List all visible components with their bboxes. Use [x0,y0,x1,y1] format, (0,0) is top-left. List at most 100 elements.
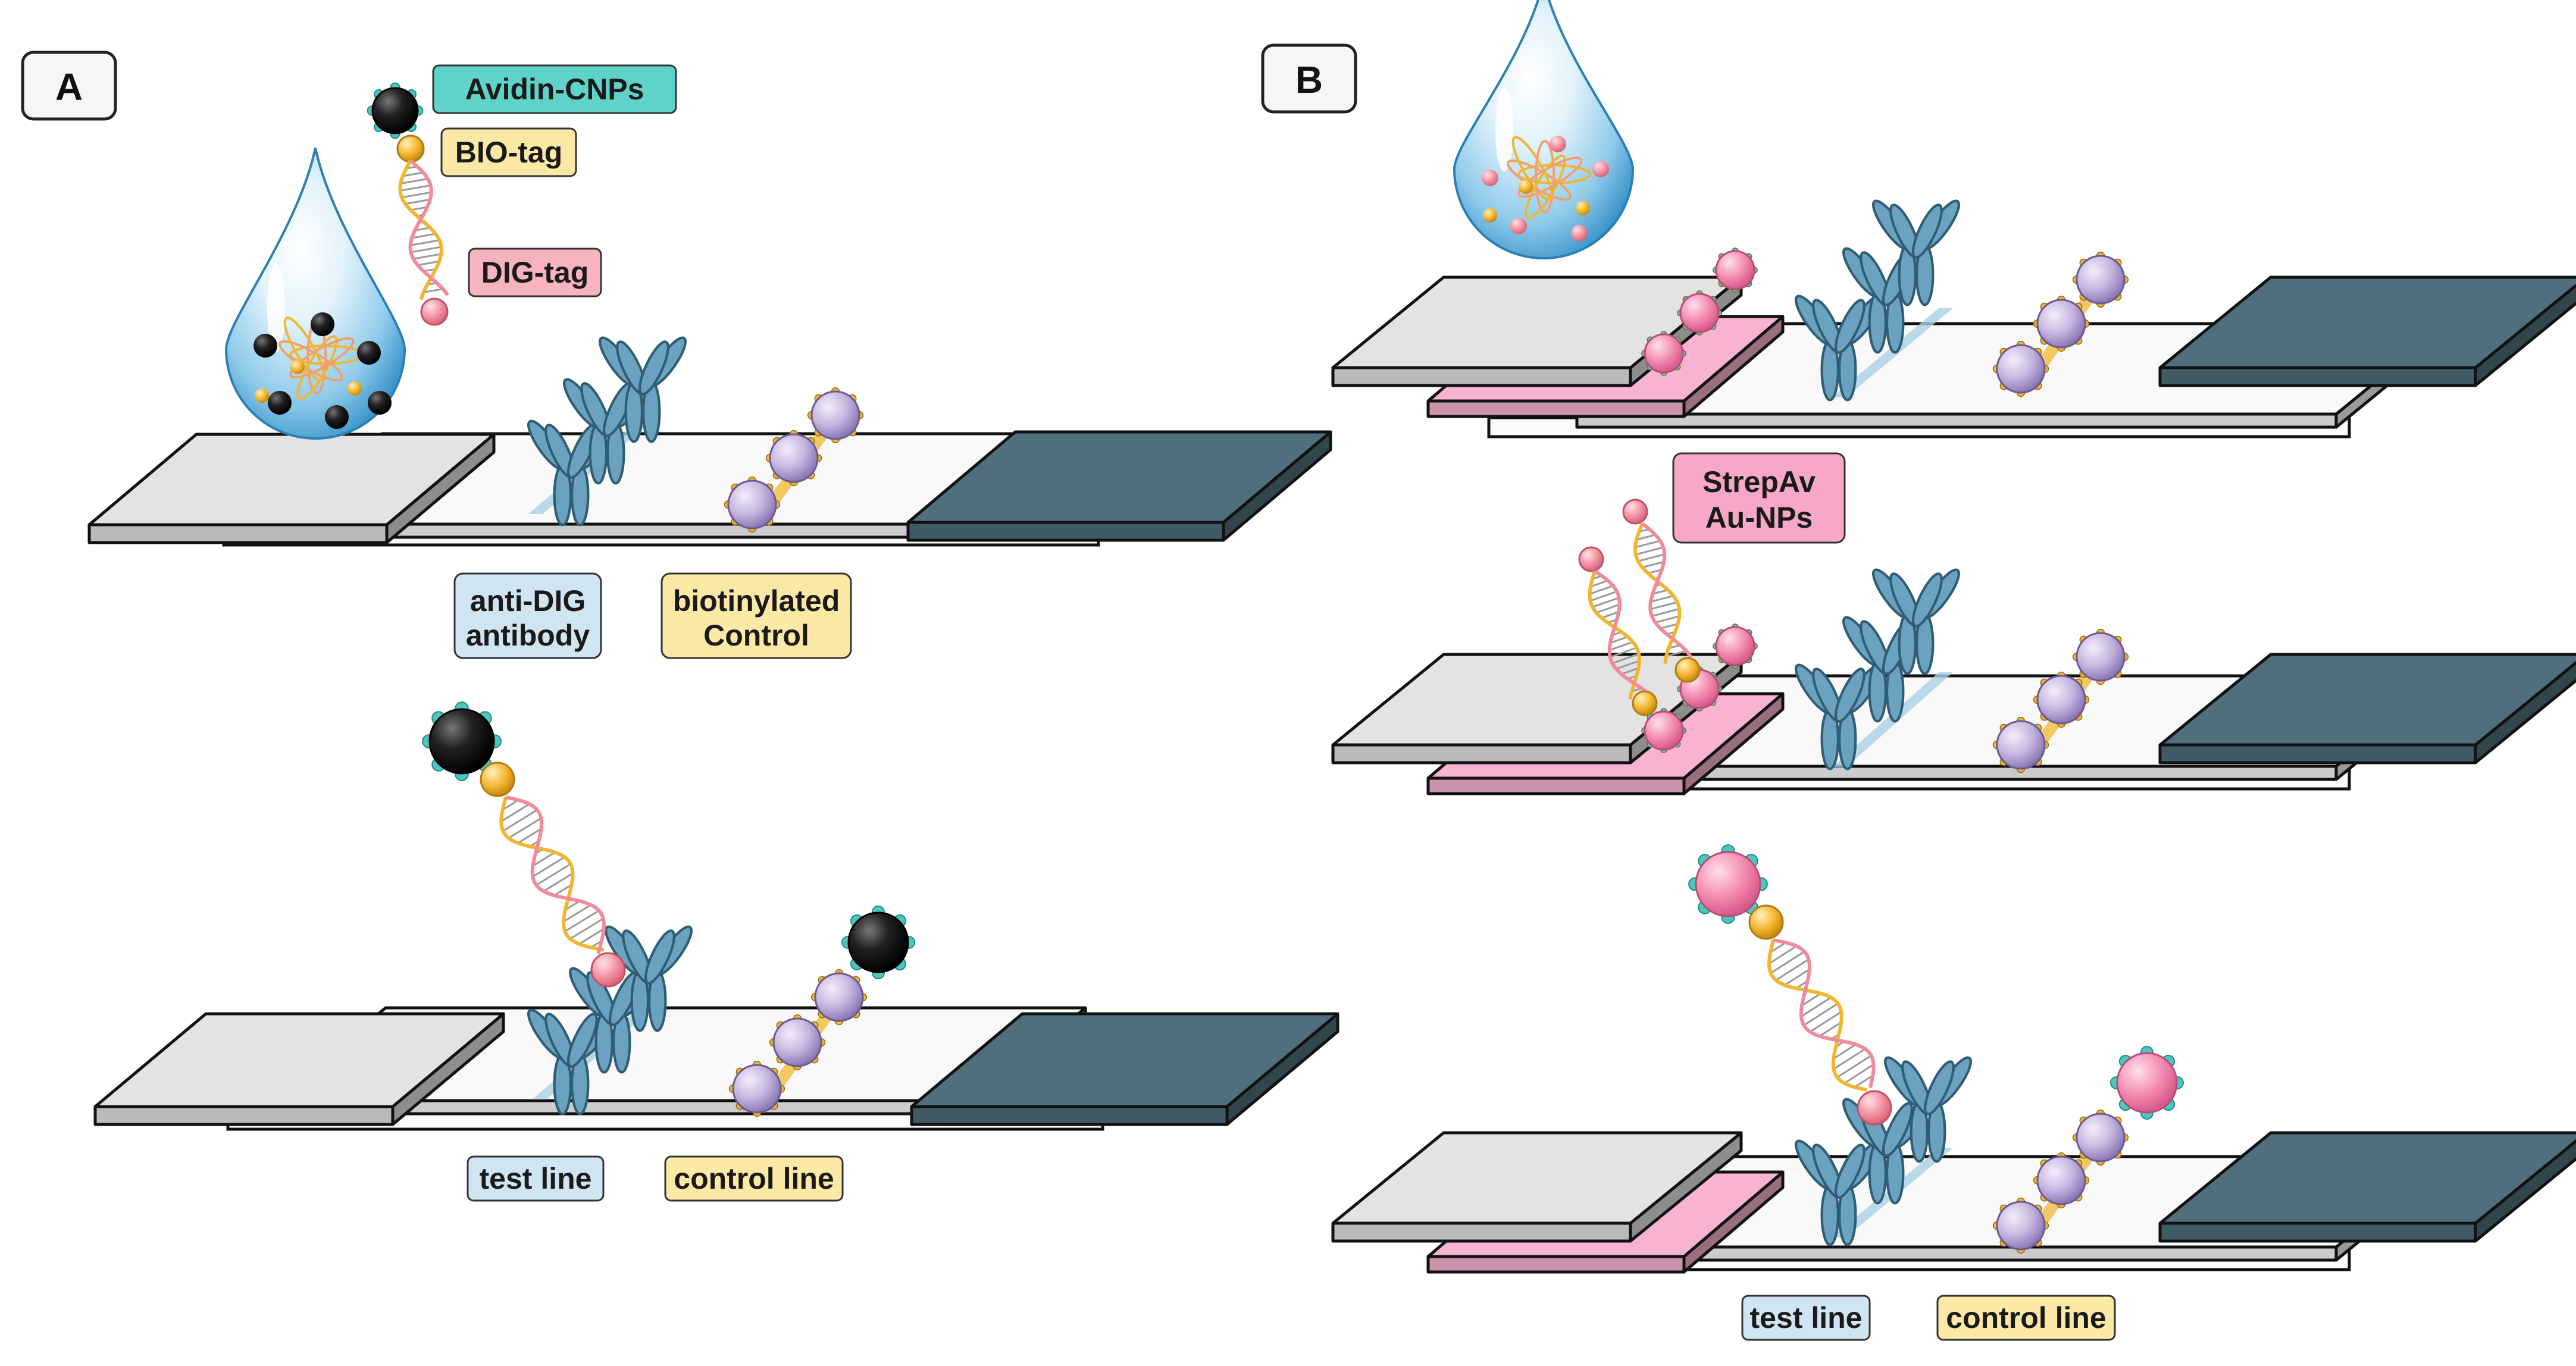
y-antibody-icon [599,336,687,443]
test-line-band [1832,308,1953,397]
gold-nanoparticle-icon [1688,844,1768,924]
svg-text:control line: control line [1946,1301,2106,1334]
biotinylated-control-label: biotinylated Control [661,572,852,659]
absorbent-pad-top [910,1012,1339,1108]
svg-text:DIG-tag: DIG-tag [481,256,589,289]
avidin-cnps-label: Avidin-CNPs [432,64,677,114]
bio-tag-label: BIO-tag [440,127,577,177]
absorbent-pad-top [906,430,1332,524]
absorbent-pad-top [2158,1131,2576,1225]
sample-pad-front [1331,743,1632,765]
dig-ball-icon [1622,499,1648,525]
droplet-layer [224,0,1635,440]
dig-ball-icon [420,297,449,326]
sample-pad-top [87,433,496,527]
gold-nanoparticle-icon [1641,708,1686,753]
absorbent-pad-top [2158,653,2576,747]
dna-strand-icon [1588,569,1649,700]
y-antibody-icon [1884,1056,1972,1163]
control-bead-icon [2072,628,2129,685]
panel-a-label: A [21,51,117,121]
test-line-label-a: test line [467,1155,605,1202]
absorbent-pad-front [910,1105,1229,1126]
svg-text:A: A [55,65,83,108]
dna-strand-icon [1633,522,1693,664]
svg-text:biotinylated: biotinylated [673,584,840,618]
control-bead-icon [810,969,868,1026]
absorbent-pad-front [2158,743,2477,765]
sample-pad-front [1331,366,1632,387]
absorbent-pad-top [2158,275,2576,369]
svg-text:anti-DIG: anti-DIG [470,584,586,618]
svg-text:StrepAv: StrepAv [1702,465,1816,499]
sample-pad [87,433,496,544]
sample-pad-top [1331,1131,1743,1225]
water-droplet-icon [224,148,406,440]
gold-nanoparticle-icon [1641,331,1686,376]
y-antibody-icon [1872,568,1960,675]
svg-text:antibody: antibody [466,619,590,652]
control-bead-icon [769,1014,826,1071]
control-bead-icon [807,387,864,444]
control-bead-icon [2033,1152,2090,1209]
dna-strand-icon [1767,938,1876,1092]
svg-text:test line: test line [480,1162,592,1195]
dig-ball-icon [1857,1090,1892,1126]
control-line-label-b: control line [1936,1295,2116,1341]
strip-4 [1331,653,2576,795]
antibody-layer [527,199,1972,1246]
gold-nanoparticle-icon [1713,624,1758,669]
svg-text:control line: control line [674,1162,834,1195]
conjugate-pad-front [1426,399,1686,418]
dna-complex-layer [367,82,2184,1126]
dna-strand-icon [499,795,606,954]
svg-text:B: B [1295,58,1323,101]
panel-b-label: B [1261,43,1357,114]
control-bead-layer [724,247,2129,1254]
sample-pad-front [93,1105,395,1126]
anti-dig-antibody-label: anti-DIG antibody [453,572,602,659]
control-bead-icon [765,430,822,487]
y-antibody-icon [605,925,693,1032]
absorbent-pad [910,1012,1339,1126]
absorbent-pad [2158,1131,2576,1243]
strepav-au-nps-label: StrepAv Au-NPs [1672,452,1846,544]
y-antibody-icon [563,378,651,485]
biotin-ball-icon [1632,690,1658,716]
conjugate-pad-front [1426,1255,1686,1274]
biotin-ball-icon [1674,657,1701,683]
strip-3 [1331,275,2576,438]
y-antibody-icon [1872,199,1960,306]
control-bead-icon [2033,671,2090,728]
absorbent-pad-front [906,521,1225,542]
dig-tag-label: DIG-tag [468,247,602,297]
water-droplet-icon [1453,0,1635,259]
control-line-label-a: control line [664,1155,844,1202]
absorbent-pad [906,430,1332,542]
y-antibody-icon [527,1008,615,1116]
test-line-label-b: test line [1741,1295,1871,1341]
absorbent-pad [2158,275,2576,387]
biotin-ball-icon [1748,904,1784,940]
control-bead-icon [1992,716,2049,773]
strip-5 [1331,1131,2576,1274]
gold-nanoparticle-icon [1677,290,1722,336]
strip-2 [93,1006,1339,1131]
svg-text:Control: Control [703,619,809,652]
carbon-nanoparticle-icon [841,906,915,979]
control-bead-icon [728,1060,785,1117]
control-bead-icon [1992,340,2049,397]
gold-nanoparticle-icon [2110,1046,2184,1120]
nitrocellulose-membrane-front [1575,412,2338,429]
sample-pad-front [1331,1221,1632,1243]
carbon-nanoparticle-icon [422,701,502,781]
control-bead-icon [2072,1109,2129,1166]
sample-pad [93,1012,505,1126]
dig-ball-icon [1578,546,1604,572]
gold-nanoparticle-icon [1713,247,1758,293]
svg-text:test line: test line [1750,1301,1863,1334]
svg-text:Avidin-CNPs: Avidin-CNPs [465,73,644,106]
control-bead-icon [2072,251,2129,308]
y-antibody-icon [1795,294,1883,402]
